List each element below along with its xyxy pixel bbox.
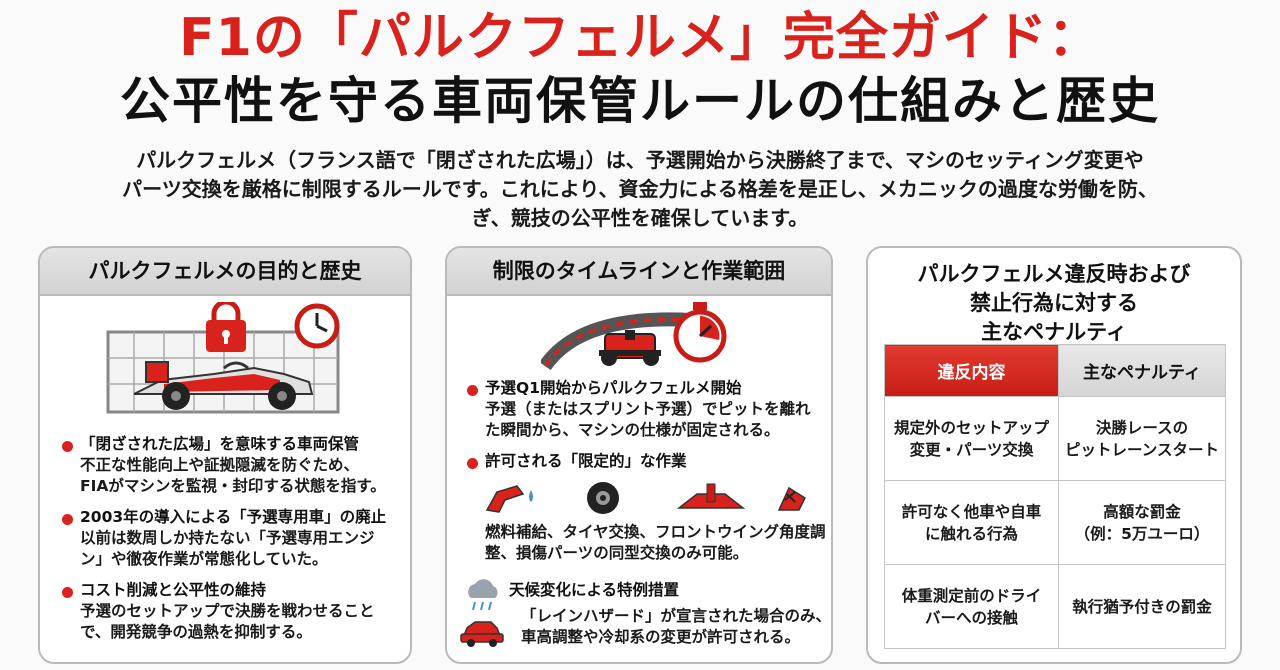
clock-icon — [294, 303, 340, 349]
heading-line: 主なペナルティ — [981, 320, 1127, 344]
violation-cell: 許可なく他車や自車 に触れる行為 — [884, 480, 1059, 565]
lock-icon — [206, 302, 246, 352]
intro-line: パーツ交換を厳格に制限するルールです。これにより、資金力による格差を是正し、メカ… — [122, 177, 1158, 201]
cell-line: 規定外のセットアップ — [893, 418, 1049, 437]
cell-line: 執行猶予付きの罰金 — [1072, 597, 1212, 616]
bullet-head: 「閉ざされた広場」を意味する車両保管 — [80, 435, 360, 453]
car-icon — [460, 621, 504, 647]
bullet-head: 2003年の導入による「予選専用車」の廃止 — [80, 508, 387, 526]
damaged-part-icon — [777, 486, 806, 511]
intro-line: ぎ、競技の公平性を確保しています。 — [471, 206, 809, 230]
race-car-icon — [599, 330, 661, 366]
cell-line: （例：5万ユーロ） — [1074, 524, 1210, 543]
list-item: 許可される「限定的」な作業 — [467, 451, 827, 472]
panel-heading: パルクフェルメ違反時および 禁止行為に対する 主なペナルティ — [868, 260, 1240, 347]
heading-line: パルクフェルメ違反時および — [917, 262, 1191, 286]
bullet-line: 不正な性能向上や証拠隠滅を防ぐため、 — [80, 456, 360, 474]
bullet-head: 許可される「限定的」な作業 — [485, 452, 687, 470]
front-wing-icon — [676, 483, 746, 509]
stopwatch-icon — [673, 302, 727, 363]
panel-heading: 制限のタイムラインと作業範囲 — [447, 248, 831, 296]
purpose-history-panel: パルクフェルメの目的と歴史 — [38, 246, 412, 664]
race-track-icon — [541, 312, 692, 370]
list-item: 予選Q1開始からパルクフェルメ開始 予選（またはスプリント予選）でピットを離れ … — [467, 378, 827, 441]
bullet-head: コスト削減と公平性の維持 — [80, 581, 267, 599]
penalties-panel: パルクフェルメ違反時および 禁止行為に対する 主なペナルティ 違反内容 主なペナ… — [866, 246, 1242, 664]
parc-ferme-illustration — [106, 302, 340, 414]
timeline-scope-panel: 制限のタイムラインと作業範囲 予選Q1開始からパルクフェルメ開始 予選（またはス… — [445, 246, 833, 664]
penalty-cell: 高額な罰金 （例：5万ユーロ） — [1058, 480, 1226, 565]
timeline-bullets: 予選Q1開始からパルクフェルメ開始 予選（またはスプリント予選）でピットを離れ … — [467, 378, 827, 482]
table-row: 体重測定前のドライ バーへの接触 執行猶予付きの罰金 — [884, 564, 1226, 649]
cell-line: 決勝レースの — [1095, 418, 1189, 437]
table-header-row: 違反内容 主なペナルティ — [884, 344, 1226, 397]
bullet-line: FIAがマシンを監視・封印する状態を指す。 — [80, 477, 386, 495]
column-header-violation: 違反内容 — [884, 344, 1059, 397]
bullet-line: 燃料補給、タイヤ交換、フロントウイング角度調 — [485, 523, 826, 541]
penalty-cell: 執行猶予付きの罰金 — [1058, 564, 1226, 649]
permitted-work-text: 燃料補給、タイヤ交換、フロントウイング角度調 整、損傷パーツの同型交換のみ可能。 — [485, 522, 830, 564]
column-header-penalty: 主なペナルティ — [1058, 344, 1226, 397]
purpose-bullets: 「閉ざされた広場」を意味する車両保管 不正な性能向上や証拠隠滅を防ぐため、 FI… — [62, 434, 402, 653]
intro-line: パルクフェルメ（フランス語で「閉ざされた広場」）は、予選開始から決勝終了まで、マ… — [136, 148, 1144, 172]
violation-cell: 体重測定前のドライ バーへの接触 — [884, 564, 1059, 649]
cell-line: 変更・パーツ交換 — [909, 440, 1034, 459]
weather-head: 天候変化による特例措置 — [509, 581, 680, 599]
race-car-icon — [133, 361, 314, 410]
weather-text: 「レインハザード」が宣言された場合のみ、 車高調整や冷却系の変更が許可される。 — [521, 606, 831, 648]
table-row: 許可なく他車や自車 に触れる行為 高額な罰金 （例：5万ユーロ） — [884, 480, 1226, 565]
tire-icon — [587, 482, 619, 514]
cell-line: ピットレーンスタート — [1065, 440, 1219, 459]
bullet-line: 車高調整や冷却系の変更が許可される。 — [521, 628, 801, 646]
fuel-nozzle-icon — [485, 485, 533, 513]
bullet-line: 予選（またはスプリント予選）でピットを離れ — [485, 400, 811, 418]
list-item: 「閉ざされた広場」を意味する車両保管 不正な性能向上や証拠隠滅を防ぐため、 FI… — [62, 434, 402, 497]
bullet-head: 予選Q1開始からパルクフェルメ開始 — [485, 379, 742, 397]
cell-line: に触れる行為 — [924, 524, 1018, 543]
bullet-line: た瞬間から、マシンの仕様が固定される。 — [485, 421, 780, 439]
bullet-line: 予選のセットアップで決勝を戦わせること — [80, 602, 375, 620]
panel-heading: パルクフェルメの目的と歴史 — [40, 248, 410, 296]
bullet-line: 「レインハザード」が宣言された場合のみ、 — [521, 607, 832, 625]
bullet-line: 以前は数周しか持たない「予選専用エンジ — [80, 529, 375, 547]
bullet-line: で、開発競争の過熱を抑制する。 — [80, 623, 312, 641]
list-item: コスト削減と公平性の維持 予選のセットアップで決勝を戦わせること で、開発競争の… — [62, 580, 402, 643]
cell-line: 許可なく他車や自車 — [901, 502, 1042, 521]
penalty-cell: 決勝レースの ピットレーンスタート — [1058, 396, 1226, 481]
page-title-line2: 公平性を守る車両保管ルールの仕組みと歴史 — [120, 72, 1160, 130]
cell-line: 高額な罰金 — [1103, 502, 1181, 521]
list-item: 2003年の導入による「予選専用車」の廃止 以前は数周しか持たない「予選専用エン… — [62, 507, 402, 570]
timeline-illustration — [541, 302, 727, 370]
rain-cloud-icon — [468, 579, 498, 611]
heading-line: 禁止行為に対する — [970, 291, 1138, 315]
violation-cell: 規定外のセットアップ 変更・パーツ交換 — [884, 396, 1059, 481]
cell-line: バーへの接触 — [924, 608, 1018, 627]
intro-paragraph: パルクフェルメ（フランス語で「閉ざされた広場」）は、予選開始から決勝終了まで、マ… — [60, 146, 1220, 233]
permitted-work-icons — [485, 482, 806, 514]
cell-line: 体重測定前のドライ — [901, 586, 1042, 605]
bullet-line: ン」や徹夜作業が常態化していた。 — [80, 550, 328, 568]
bullet-line: 整、損傷パーツの同型交換のみ可能。 — [485, 544, 749, 562]
penalty-table: 違反内容 主なペナルティ 規定外のセットアップ 変更・パーツ交換 決勝レースの … — [884, 344, 1226, 649]
page-title-line1: F1の「パルクフェルメ」完全ガイド： — [179, 8, 1101, 68]
table-row: 規定外のセットアップ 変更・パーツ交換 決勝レースの ピットレーンスタート — [884, 396, 1226, 481]
